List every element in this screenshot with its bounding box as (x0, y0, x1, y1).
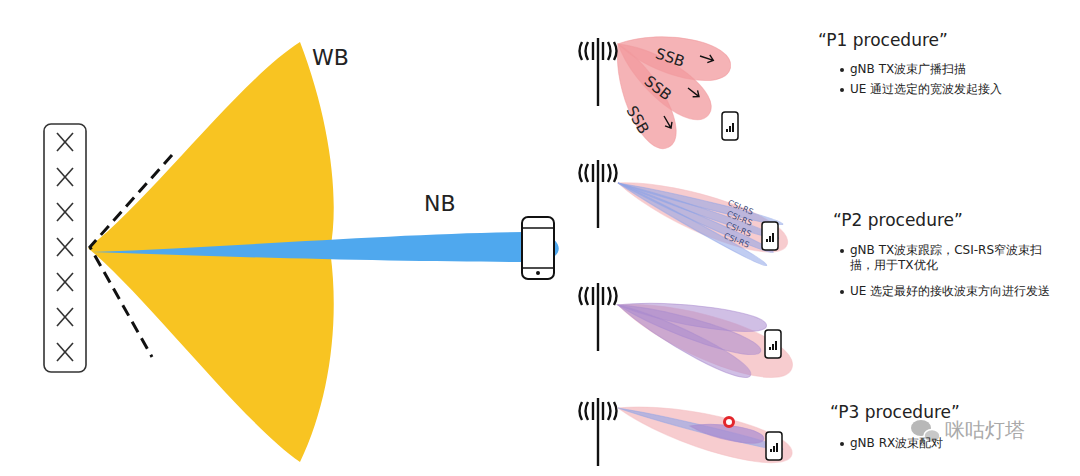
phone (766, 432, 782, 460)
phone (722, 112, 738, 140)
wide-beam (611, 165, 793, 263)
direction-arrow (686, 85, 702, 100)
base-station (580, 398, 617, 466)
phone (765, 330, 781, 358)
procedure-note: gNB RX波束配对 (850, 436, 943, 451)
base-station (580, 38, 617, 106)
antenna-elements (57, 133, 73, 361)
procedure-note: gNB TX波束跟踪，CSI-RS窄波束扫描，用于TX优化 (850, 243, 1065, 273)
bullet (840, 88, 844, 92)
base-station (580, 160, 617, 228)
ssb-beam (600, 35, 685, 155)
sector-bracket (90, 155, 172, 357)
procedure-title: “P2 procedure” (833, 210, 963, 231)
bullet (840, 290, 844, 294)
phone (762, 222, 778, 250)
procedure-note: UE 通过选定的宽波发起接入 (850, 82, 1002, 97)
wide-beam (613, 391, 796, 472)
pairing-point (725, 418, 734, 427)
rx-beam (613, 296, 755, 385)
csi-rs-beam (617, 179, 780, 241)
csi-rs-beam (616, 180, 768, 269)
procedure-note: gNB TX波束广播扫描 (850, 62, 966, 77)
procedure-title: “P3 procedure” (830, 402, 960, 423)
narrow-beam (92, 232, 559, 262)
antenna-array (44, 124, 86, 372)
wide-beam (610, 284, 799, 390)
procedure-title: “P1 procedure” (818, 30, 948, 51)
bullet (840, 442, 844, 446)
procedure-note: UE 选定最好的接收波束方向进行发送 (850, 284, 1065, 299)
csi-rs-beam (616, 180, 774, 256)
signal-label: SSB (622, 103, 653, 138)
signal-label: SSB (653, 44, 687, 71)
beam-label: WB (312, 44, 349, 72)
direction-arrow (699, 52, 715, 64)
bullet (840, 68, 844, 72)
beam-label: NB (424, 190, 456, 218)
direction-arrow (661, 114, 675, 130)
bullet (840, 249, 844, 253)
tx-beam (617, 404, 784, 452)
phone (522, 217, 554, 279)
base-station (580, 283, 617, 351)
watermark: 咪咕灯塔 (945, 418, 1025, 443)
signal-label: SSB (640, 72, 675, 105)
